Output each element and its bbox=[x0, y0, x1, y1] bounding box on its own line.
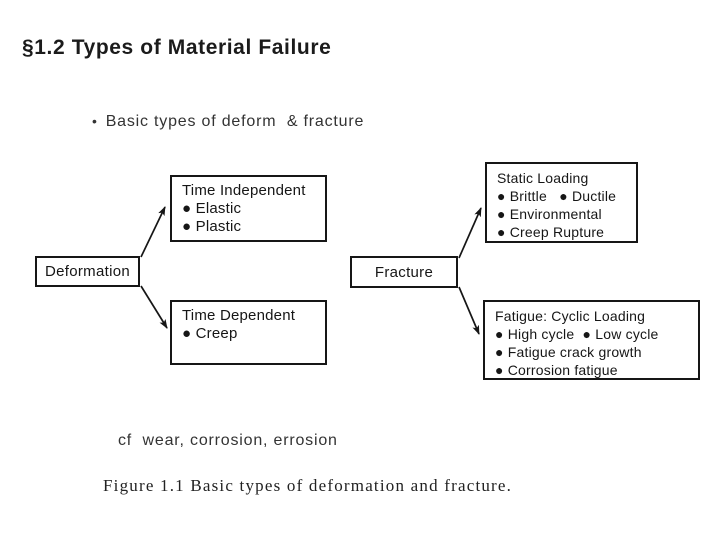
arrow-deformation-to-time-independent bbox=[140, 206, 166, 258]
box-fatigue-item: ● Corrosion fatigue bbox=[495, 362, 618, 378]
box-static-loading-item: ● Creep Rupture bbox=[497, 224, 605, 240]
figure-caption: Figure 1.1 Basic types of deformation an… bbox=[103, 476, 513, 495]
box-static-loading: Static Loading ● Brittle ● Ductile ● Env… bbox=[485, 162, 638, 243]
box-fatigue: Fatigue: Cyclic Loading ● High cycle ● L… bbox=[483, 300, 700, 380]
box-deformation-label: Deformation bbox=[44, 263, 130, 280]
box-time-dependent: Time Dependent ● Creep bbox=[170, 300, 327, 365]
box-fatigue-title: Fatigue: Cyclic Loading bbox=[495, 308, 646, 324]
box-time-independent-item: ● Elastic bbox=[182, 200, 242, 217]
box-time-independent-title: Time Independent bbox=[182, 182, 306, 199]
box-fatigue-item: ● High cycle ● Low cycle bbox=[495, 326, 659, 342]
box-time-independent-item: ● Plastic bbox=[182, 218, 242, 235]
arrow-fracture-to-static-loading bbox=[458, 207, 482, 259]
arrow-deformation-to-time-dependent bbox=[140, 285, 168, 329]
bullet-text: Basic types of deform & fracture bbox=[105, 113, 365, 130]
box-time-dependent-item: ● Creep bbox=[182, 325, 238, 342]
box-time-independent: Time Independent ● Elastic ● Plastic bbox=[170, 175, 327, 242]
bullet-line: • Basic types of deform & fracture bbox=[71, 95, 364, 149]
box-static-loading-item: ● Environmental bbox=[497, 206, 602, 222]
box-time-dependent-title: Time Dependent bbox=[182, 307, 296, 324]
box-fracture-label: Fracture bbox=[374, 263, 434, 281]
box-static-loading-item: ● Brittle ● Ductile bbox=[497, 188, 617, 204]
box-fracture: Fracture bbox=[350, 256, 458, 288]
slide-title: §1.2 Types of Material Failure bbox=[22, 36, 332, 59]
box-static-loading-title: Static Loading bbox=[497, 170, 589, 186]
cf-note: cf wear, corrosion, errosion bbox=[118, 432, 338, 449]
bullet-icon: • bbox=[91, 113, 98, 129]
arrow-fracture-to-fatigue bbox=[458, 286, 480, 335]
box-deformation: Deformation bbox=[35, 256, 140, 287]
box-fatigue-item: ● Fatigue crack growth bbox=[495, 344, 642, 360]
